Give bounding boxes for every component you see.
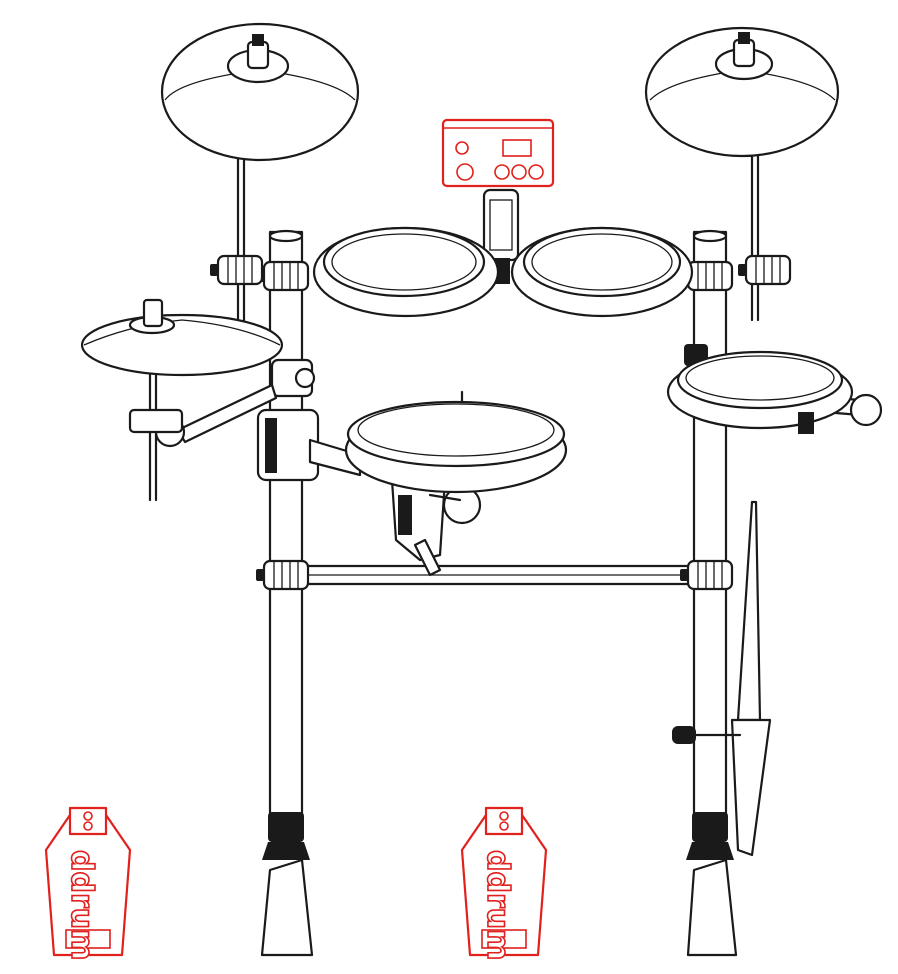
kick-pedal: ddrum	[460, 806, 548, 961]
drumstick	[672, 500, 772, 857]
floor-tom-pad	[666, 344, 883, 434]
tom-pad-2	[510, 226, 694, 318]
hihat-pedal-brand: ddrum	[64, 850, 99, 960]
ride-cymbal	[644, 26, 840, 158]
drum-module	[441, 118, 555, 188]
snare-pad	[344, 390, 568, 577]
cymbal-stand-left	[236, 148, 246, 322]
hihat-cymbal	[80, 298, 284, 377]
kick-pedal-brand: ddrum	[480, 850, 515, 960]
crash-cymbal	[160, 22, 360, 162]
tom-pad-1	[312, 226, 500, 318]
cymbal-stand-right	[750, 148, 760, 322]
hihat-controller-pedal: ddrum	[44, 806, 132, 961]
rack-frame	[128, 229, 792, 957]
